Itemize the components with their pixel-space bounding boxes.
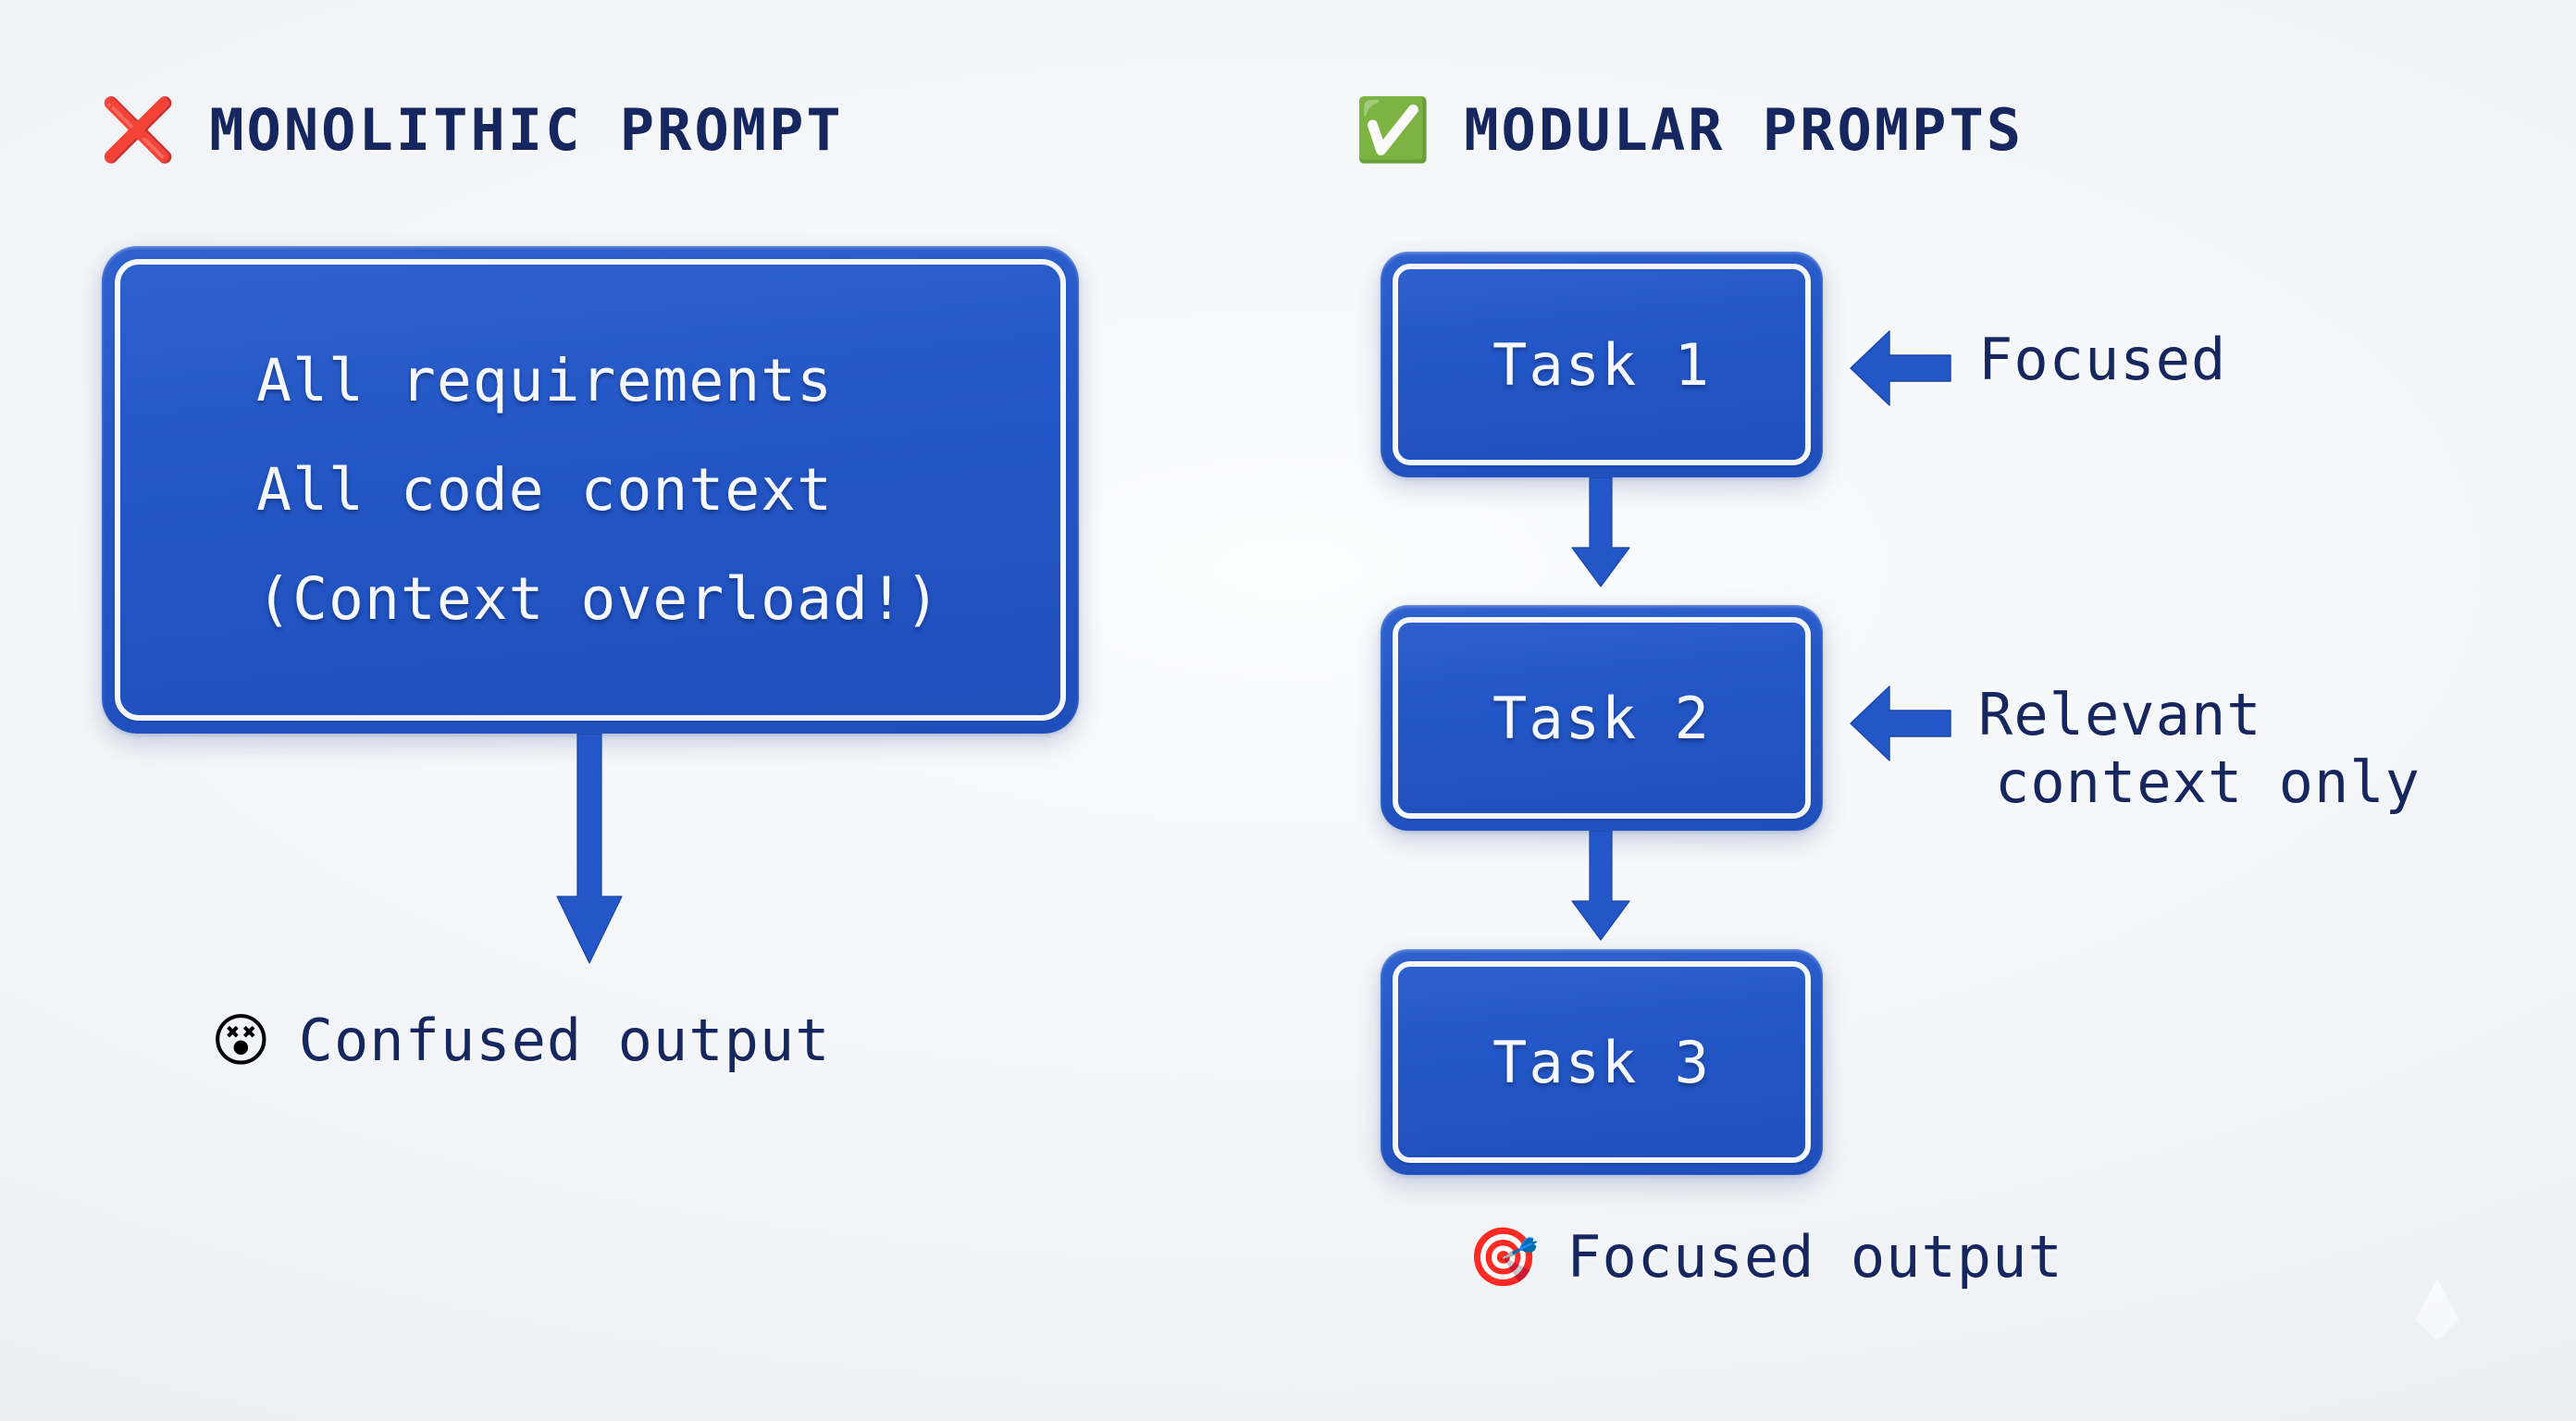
- callout-relevant-context: Relevant context only: [1849, 681, 2421, 816]
- monolithic-header-label: MONOLITHIC PROMPT: [209, 96, 844, 164]
- focused-output-label: Focused output: [1567, 1223, 2063, 1291]
- arrow-left-icon-2: [1850, 686, 1951, 761]
- arrow-down-icon-connector-1: [1571, 477, 1630, 587]
- check-mark-button-emoji-icon: ✅: [1355, 93, 1431, 166]
- monolithic-header: ❌ MONOLITHIC PROMPT: [100, 96, 844, 164]
- task-box-2: Task 2: [1381, 605, 1823, 831]
- direct-hit-emoji-icon: 🎯: [1468, 1222, 1540, 1291]
- task-2-label: Task 2: [1492, 684, 1711, 752]
- task-3-label: Task 3: [1492, 1028, 1711, 1096]
- arrow-left-icon-1: [1850, 330, 1951, 406]
- watermark-diamond-icon: [2415, 1279, 2459, 1341]
- dizzy-face-emoji-icon: 😵: [211, 1006, 271, 1074]
- callout-relevant-line-2: context only: [1995, 748, 2421, 817]
- monolithic-prompt-box: All requirements All code context (Conte…: [102, 246, 1079, 734]
- callout-relevant-line-1: Relevant: [1978, 681, 2262, 748]
- monolithic-box-lines: All requirements All code context (Conte…: [240, 352, 941, 628]
- monolithic-line-2: All code context: [256, 456, 834, 524]
- arrow-down-icon: [556, 734, 623, 964]
- monolithic-line-3: (Context overload!): [256, 565, 941, 633]
- arrow-down-icon-connector-2: [1571, 831, 1630, 941]
- task-box-1: Task 1: [1381, 252, 1823, 477]
- monolithic-line-1: All requirements: [256, 347, 834, 414]
- modular-header-label: MODULAR PROMPTS: [1464, 96, 2025, 164]
- focused-output-row: 🎯 Focused output: [1468, 1223, 2063, 1291]
- callout-relevant-text: Relevant context only: [1978, 681, 2421, 816]
- cross-mark-emoji-icon: ❌: [100, 93, 177, 166]
- confused-output-label: Confused output: [298, 1007, 831, 1074]
- modular-header: ✅ MODULAR PROMPTS: [1355, 96, 2024, 164]
- callout-focused-text: Focused: [1978, 326, 2226, 393]
- callout-focused-line-1: Focused: [1978, 326, 2227, 393]
- task-box-3: Task 3: [1381, 949, 1823, 1175]
- confused-output-row: 😵 Confused output: [211, 1007, 831, 1074]
- task-1-label: Task 1: [1492, 330, 1711, 399]
- callout-focused: Focused: [1849, 326, 2226, 407]
